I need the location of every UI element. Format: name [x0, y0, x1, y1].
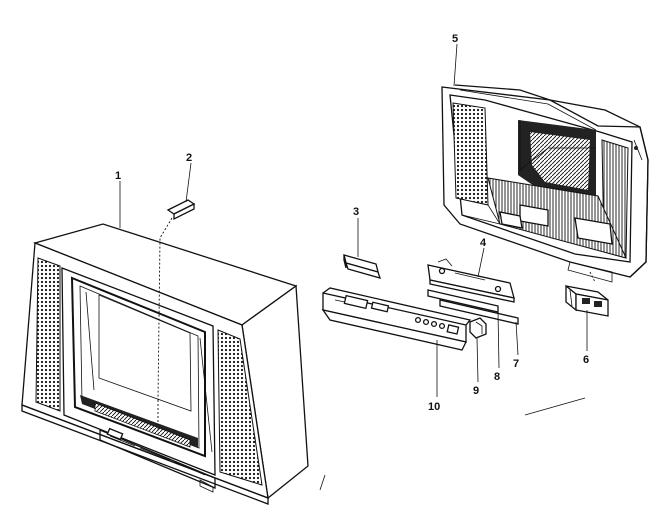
callout-4: 4 — [480, 237, 487, 249]
front-cabinet — [21, 223, 309, 505]
rear-cabinet — [441, 84, 649, 283]
callout-5: 5 — [452, 33, 458, 45]
part-2-clip — [157, 199, 196, 430]
callout-3: 3 — [353, 206, 359, 218]
part-4-bracket — [427, 258, 515, 303]
callout-9: 9 — [473, 385, 479, 397]
leader-lines — [119, 43, 588, 397]
callout-1: 1 — [115, 170, 121, 182]
part-9-knob — [469, 317, 487, 339]
callout-7: 7 — [513, 358, 519, 370]
part-3-bracket — [343, 254, 382, 279]
stray-marks — [319, 397, 586, 491]
callout-6: 6 — [583, 354, 589, 366]
part-6-unit — [565, 284, 609, 317]
callout-10: 10 — [428, 401, 440, 413]
callout-labels: 1 2 3 4 5 6 7 8 9 10 — [115, 33, 589, 413]
callout-2: 2 — [186, 152, 192, 164]
part-10-panel — [321, 287, 472, 351]
callout-8: 8 — [494, 371, 500, 383]
